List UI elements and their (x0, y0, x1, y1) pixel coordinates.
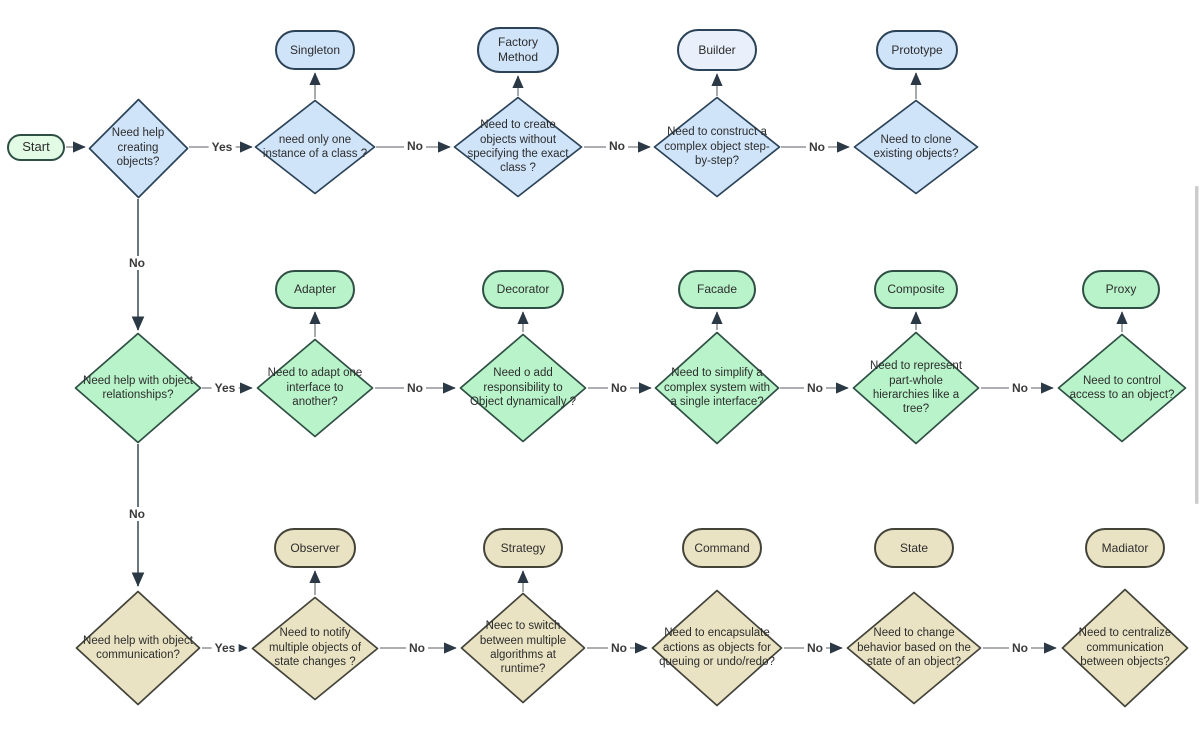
pill-composite: Composite (874, 269, 958, 309)
node-label-q-notify: Need to notify multiple objects of state… (268, 627, 362, 669)
pill-observer: Observer (274, 528, 356, 568)
diamond-shape (651, 589, 783, 707)
node-label-builder: Builder (698, 42, 736, 57)
node-label-q-step-by-step: Need to construct a complex object step-… (664, 126, 770, 168)
edge-label-responsibility-no: No (608, 381, 630, 395)
diamond-q-communication: Need help with object communication? (75, 590, 201, 706)
edge-label-stepby-no: No (806, 140, 828, 154)
diamond-shape (256, 338, 374, 438)
edge-label-communication-yes: Yes (211, 641, 239, 655)
pill-state: State (874, 528, 954, 568)
diamond-shape (75, 590, 201, 706)
diamond-shape (254, 99, 376, 195)
node-label-adapter: Adapter (293, 281, 337, 296)
node-label-q-centralize: Need to centralize communication between… (1078, 627, 1172, 669)
node-label-q-switch-algorithms: Neec to switch between multiple algorith… (479, 620, 567, 676)
node-label-madiator: Madiator (1101, 540, 1149, 555)
node-label-q-add-responsibility: Need o add responsibility to Object dyna… (469, 367, 577, 409)
node-label-q-control-access: Need to control access to an object? (1069, 374, 1175, 401)
pill-decorator: Decorator (482, 269, 564, 309)
diamond-q-part-whole: Need to represent part-whole hierarchies… (852, 331, 980, 445)
node-label-observer: Observer (290, 540, 340, 555)
pill-command: Command (682, 528, 762, 568)
pill-start: Start (7, 133, 65, 161)
diamond-shape (453, 96, 583, 198)
node-label-strategy: Strategy (500, 540, 546, 555)
pill-adapter: Adapter (275, 269, 355, 309)
node-label-q-single-instance: need only one instance of a class ? (262, 133, 368, 160)
edge-label-relationships-yes: Yes (211, 381, 239, 395)
edge-label-single-no: No (404, 139, 426, 153)
node-label-q-relationships: Need help with object relationships? (83, 374, 193, 401)
diamond-shape (852, 331, 980, 445)
diamond-q-encapsulate: Need to encapsulate actions as objects f… (651, 589, 783, 707)
node-label-q-clone: Need to clone existing objects? (873, 133, 959, 160)
pill-singleton: Singleton (275, 30, 355, 70)
node-label-q-without-class: Need to create objects without specifyin… (467, 119, 569, 175)
node-label-singleton: Singleton (289, 42, 341, 57)
edge-label-switch-no: No (608, 641, 630, 655)
diamond-shape (1057, 333, 1187, 443)
node-label-q-change-behavior: Need to change behavior based on the sta… (857, 627, 971, 669)
edge-label-creating-yes: Yes (208, 140, 236, 154)
edge-label-without-no: No (606, 139, 628, 153)
edge-label-adapt-no: No (404, 381, 426, 395)
pill-strategy: Strategy (483, 528, 563, 568)
node-label-decorator: Decorator (496, 281, 550, 296)
pill-builder: Builder (677, 29, 757, 71)
diamond-q-change-behavior: Need to change behavior based on the sta… (846, 591, 982, 705)
node-label-q-encapsulate: Need to encapsulate actions as objects f… (659, 627, 775, 669)
diamond-q-switch-algorithms: Neec to switch between multiple algorith… (460, 592, 586, 704)
node-label-state: State (899, 540, 929, 555)
diamond-q-step-by-step: Need to construct a complex object step-… (653, 96, 781, 198)
node-label-command: Command (694, 540, 750, 555)
node-label-q-creating: Need help creating objects? (111, 127, 165, 169)
diamond-q-control-access: Need to control access to an object? (1057, 333, 1187, 443)
diamond-q-creating: Need help creating objects? (88, 98, 189, 199)
node-label-q-communication: Need help with object communication? (83, 634, 193, 661)
scrollbar-strip[interactable] (1195, 186, 1199, 504)
diamond-shape (654, 331, 780, 445)
diamond-shape (460, 592, 586, 704)
pill-factory-method: Factory Method (477, 27, 559, 73)
node-label-start: Start (22, 138, 50, 154)
node-label-factory-method: Factory Method (497, 35, 539, 64)
diamond-shape (74, 332, 202, 444)
pill-prototype: Prototype (876, 30, 958, 70)
diamond-shape (846, 591, 982, 705)
edge-label-simplify-no: No (804, 381, 826, 395)
diamond-shape (459, 333, 587, 443)
diamond-q-clone: Need to clone existing objects? (853, 99, 979, 195)
edge-label-notify-no: No (406, 641, 428, 655)
node-label-q-simplify-system: Need to simplify a complex system with a… (663, 367, 771, 409)
edge-label-behavior-no: No (1009, 641, 1031, 655)
edge-label-creating-no-down: No (126, 256, 148, 270)
pill-proxy: Proxy (1082, 269, 1160, 309)
diamond-q-adapt-interface: Need to adapt one interface to another? (256, 338, 374, 438)
edge-label-relationships-no-down: No (126, 507, 148, 521)
diamond-q-relationships: Need help with object relationships? (74, 332, 202, 444)
diamond-q-without-class: Need to create objects without specifyin… (453, 96, 583, 198)
diamond-shape (251, 596, 379, 700)
edge-label-encapsulate-no: No (804, 641, 826, 655)
pill-madiator: Madiator (1085, 528, 1165, 568)
diamond-shape (1061, 588, 1189, 708)
diamond-shape (88, 98, 188, 198)
pill-facade: Facade (678, 269, 756, 309)
diamond-q-centralize: Need to centralize communication between… (1061, 588, 1189, 708)
diamond-q-simplify-system: Need to simplify a complex system with a… (654, 331, 780, 445)
node-label-facade: Facade (696, 281, 738, 296)
diamond-q-add-responsibility: Need o add responsibility to Object dyna… (459, 333, 587, 443)
diamond-q-single-instance: need only one instance of a class ? (254, 99, 376, 195)
node-label-q-adapt-interface: Need to adapt one interface to another? (267, 367, 363, 409)
diamond-q-notify: Need to notify multiple objects of state… (251, 596, 379, 701)
node-label-composite: Composite (887, 281, 945, 296)
node-label-proxy: Proxy (1105, 281, 1137, 296)
edge-label-partwhole-no: No (1009, 381, 1031, 395)
diamond-shape (853, 99, 979, 195)
node-label-prototype: Prototype (891, 42, 943, 57)
node-label-q-part-whole: Need to represent part-whole hierarchies… (869, 360, 963, 416)
diamond-shape (653, 96, 781, 198)
